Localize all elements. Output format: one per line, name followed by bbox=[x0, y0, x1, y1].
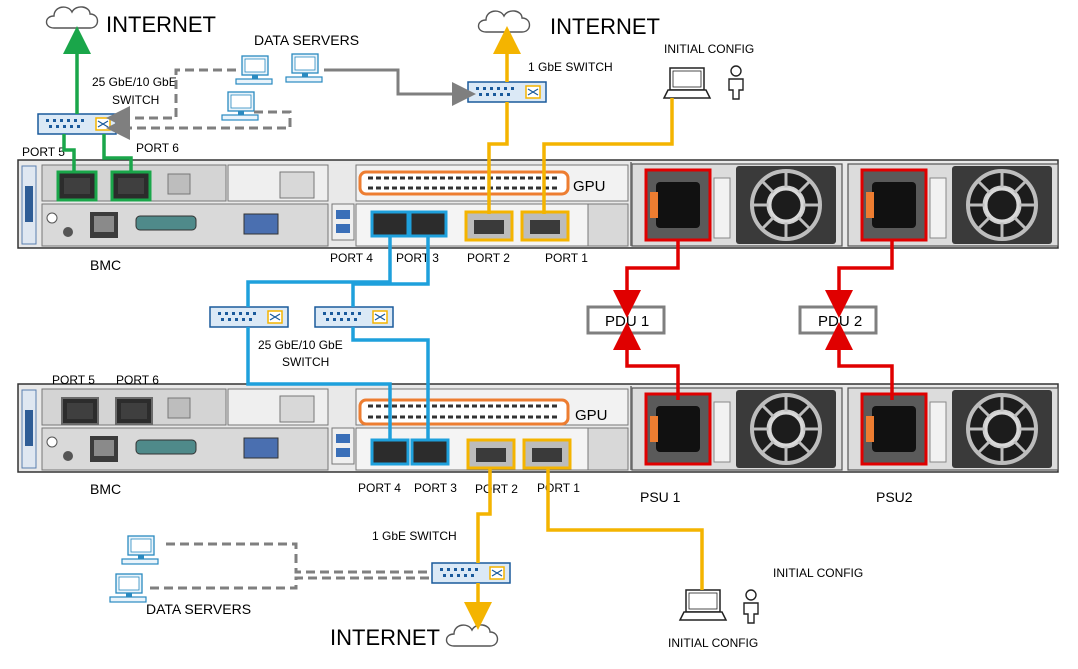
bottom-port6-label: PORT 6 bbox=[116, 373, 159, 387]
switch-25gbe-icon bbox=[37, 113, 117, 135]
top-port3-label: PORT 3 bbox=[396, 251, 439, 265]
top-port3 bbox=[408, 210, 448, 238]
bottom-gpu-label: GPU bbox=[575, 407, 608, 424]
top-gpu-label: GPU bbox=[573, 178, 606, 195]
top-port1 bbox=[520, 210, 570, 242]
internet-cloud-icon bbox=[45, 6, 99, 29]
pdu2-label: PDU 2 bbox=[818, 313, 862, 330]
bottom-port6 bbox=[115, 397, 153, 425]
bottom-port3-label: PORT 3 bbox=[414, 481, 457, 495]
bottom-port4-label: PORT 4 bbox=[358, 481, 401, 495]
top-port5 bbox=[56, 170, 98, 202]
bottom-psu1 bbox=[632, 388, 842, 470]
yellow-cable bbox=[464, 26, 704, 630]
pdu1-label: PDU 1 bbox=[605, 313, 649, 330]
switch-25gbe-label-top-line2: SWITCH bbox=[112, 93, 159, 107]
top-bmc-label: BMC bbox=[90, 257, 121, 273]
switch-1gbe-icon bbox=[431, 562, 511, 584]
person-icon bbox=[728, 65, 744, 100]
top-port2 bbox=[464, 210, 514, 242]
top-port5-label: PORT 5 bbox=[22, 145, 65, 159]
switch-25gbe-icon bbox=[209, 306, 289, 328]
bottom-port2-label: PORT 2 bbox=[475, 482, 518, 496]
data-server-icon bbox=[121, 535, 159, 565]
bottom-gpu-slot bbox=[358, 398, 570, 426]
top-port4 bbox=[370, 210, 410, 238]
top-port2-label: PORT 2 bbox=[467, 251, 510, 265]
red-power-cable bbox=[613, 240, 894, 400]
switch-25gbe-icon bbox=[314, 306, 394, 328]
psu1-label: PSU 1 bbox=[640, 489, 681, 505]
bottom-port5 bbox=[61, 397, 99, 425]
blue-cable bbox=[246, 236, 430, 440]
initial-config-label-top: INITIAL CONFIG bbox=[664, 42, 754, 56]
internet-cloud-icon bbox=[445, 624, 499, 647]
top-port1-label: PORT 1 bbox=[545, 251, 588, 265]
person-icon bbox=[743, 589, 759, 624]
switch-25gbe-label-mid-line1: 25 GbE/10 GbE bbox=[258, 338, 343, 352]
data-server-icon bbox=[221, 91, 259, 121]
internet-label-bottom: INTERNET bbox=[330, 625, 440, 650]
data-servers-label-top: DATA SERVERS bbox=[254, 32, 359, 48]
psu2-label: PSU2 bbox=[876, 489, 913, 505]
data-servers-label-bottom: DATA SERVERS bbox=[146, 601, 251, 617]
top-gpu-slot bbox=[358, 170, 570, 196]
switch-25gbe-label-mid-line2: SWITCH bbox=[282, 355, 329, 369]
switch-1gbe-label-top: 1 GbE SWITCH bbox=[528, 60, 613, 74]
bottom-port1 bbox=[522, 438, 572, 470]
bottom-port2 bbox=[466, 438, 516, 470]
top-port6-label: PORT 6 bbox=[136, 141, 179, 155]
internet-label-top-center: INTERNET bbox=[550, 14, 660, 39]
switch-1gbe-label-bottom: 1 GbE SWITCH bbox=[372, 529, 457, 543]
internet-cloud-icon bbox=[477, 10, 531, 33]
top-psu2 bbox=[848, 164, 1058, 246]
data-server-icon bbox=[109, 573, 147, 603]
laptop-icon bbox=[679, 589, 727, 621]
bottom-port1-label: PORT 1 bbox=[537, 481, 580, 495]
green-cable bbox=[62, 26, 133, 172]
initial-config-label-bottom-right: INITIAL CONFIG bbox=[773, 566, 863, 580]
gray-dashed-cable bbox=[106, 68, 430, 590]
bottom-port3 bbox=[410, 438, 450, 466]
internet-label-top-left: INTERNET bbox=[106, 12, 216, 37]
data-server-icon bbox=[285, 53, 323, 83]
bottom-port5-label: PORT 5 bbox=[52, 373, 95, 387]
bottom-psu2 bbox=[848, 388, 1058, 470]
top-port6 bbox=[110, 170, 152, 202]
switch-25gbe-label-top-line1: 25 GbE/10 GbE bbox=[92, 75, 177, 89]
laptop-icon bbox=[663, 67, 711, 99]
data-server-icon bbox=[235, 55, 273, 85]
top-psu1 bbox=[632, 164, 842, 246]
top-port4-label: PORT 4 bbox=[330, 251, 373, 265]
bottom-bmc-label: BMC bbox=[90, 481, 121, 497]
initial-config-label-bottom: INITIAL CONFIG bbox=[668, 636, 758, 650]
gray-cable bbox=[324, 68, 476, 106]
bottom-port4 bbox=[370, 438, 410, 466]
switch-1gbe-icon bbox=[467, 81, 547, 103]
